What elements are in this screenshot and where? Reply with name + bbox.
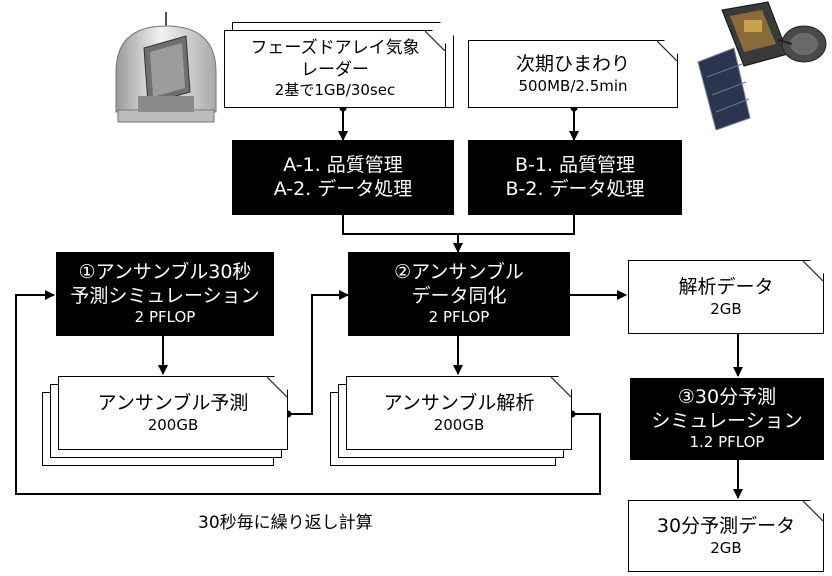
analysis-data-title: 解析データ	[678, 275, 774, 298]
ensemble-analysis-node: アンサンブル解析 200GB	[346, 376, 572, 450]
sim30m-title-line1: ③30分予測	[677, 385, 777, 408]
radar-dome-image	[115, 12, 217, 123]
radar-title-line1: フェーズドアレイ気象	[250, 38, 420, 59]
analysis-data-size: 2GB	[710, 299, 742, 318]
sim30s-title-line2: 予測シミュレーション	[70, 284, 260, 307]
forecast30m-title: 30分予測データ	[656, 514, 796, 537]
forecast-30min-data-node: 30分予測データ 2GB	[628, 500, 824, 572]
process-b-node: B-1. 品質管理 B-2. データ処理	[468, 140, 682, 215]
ensemble-forecast-size: 200GB	[147, 415, 199, 434]
sim30s-title-line1: ①アンサンブル30秒	[78, 260, 252, 283]
ensemble-analysis-title: アンサンブル解析	[383, 391, 535, 414]
process-a-step1: A-1. 品質管理	[283, 153, 403, 176]
proc-a-merge-line	[342, 215, 575, 235]
forecast-30min-simulation-node: ③30分予測 シミュレーション 1.2 PFLOP	[630, 378, 824, 460]
process-a-step2: A-2. データ処理	[273, 177, 413, 200]
forecast-to-assim-line	[288, 290, 349, 415]
analysis-data-node: 解析データ 2GB	[628, 260, 824, 334]
himawari-rate: 500MB/2.5min	[518, 76, 628, 95]
himawari-title: 次期ひまわり	[515, 52, 630, 75]
ensemble-forecast-title: アンサンブル予測	[97, 391, 249, 414]
process-b-step1: B-1. 品質管理	[514, 153, 636, 176]
himawari-source-node: 次期ひまわり 500MB/2.5min	[468, 40, 678, 108]
radar-title-line2: レーダー	[301, 59, 369, 80]
radar-source-node: フェーズドアレイ気象 レーダー 2基で1GB/30sec	[224, 30, 446, 108]
ensemble-data-assimilation-node: ②アンサンブル データ同化 2 PFLOP	[348, 252, 570, 336]
radar-rate: 2基で1GB/30sec	[274, 80, 396, 99]
loop-caption: 30秒毎に繰り返し計算	[198, 513, 373, 533]
loop-back-line	[15, 290, 601, 495]
ensemble-forecast-node: アンサンブル予測 200GB	[58, 376, 288, 450]
ensemble-30s-simulation-node: ①アンサンブル30秒 予測シミュレーション 2 PFLOP	[56, 252, 274, 336]
forecast30m-size: 2GB	[710, 538, 742, 557]
process-a-node: A-1. 品質管理 A-2. データ処理	[232, 140, 454, 215]
ensemble-analysis-size: 200GB	[433, 415, 485, 434]
sim30s-flops: 2 PFLOP	[134, 308, 196, 327]
sim30m-flops: 1.2 PFLOP	[689, 433, 765, 452]
assim-title-line2: データ同化	[411, 284, 507, 307]
sim30m-title-line2: シミュレーション	[651, 409, 803, 432]
assim-flops: 2 PFLOP	[428, 308, 490, 327]
process-b-step2: B-2. データ処理	[505, 177, 645, 200]
satellite-image	[692, 0, 832, 130]
assim-title-line1: ②アンサンブル	[394, 260, 524, 283]
